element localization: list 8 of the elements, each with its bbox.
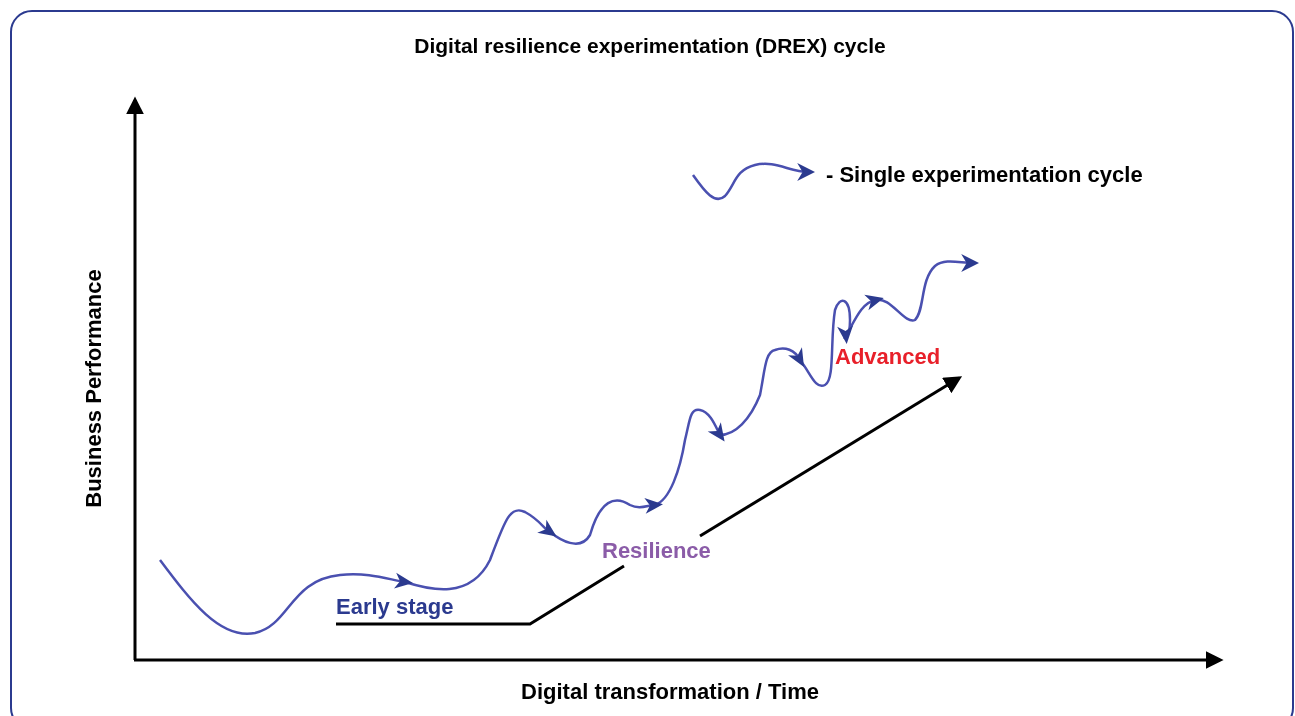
stage-label: Early stage (336, 592, 482, 622)
x-axis-label: Digital transformation / Time (520, 678, 820, 706)
stage-label: Resilience (602, 536, 736, 566)
stage-arrow (699, 376, 963, 538)
diagram-title: Digital resilience experimentation (DREX) cycle (413, 33, 887, 59)
legend-text: - Single experimentation cycle (826, 161, 1143, 189)
stage-label: Advanced (835, 342, 967, 372)
y-axis-label: Business Performance (79, 268, 107, 510)
